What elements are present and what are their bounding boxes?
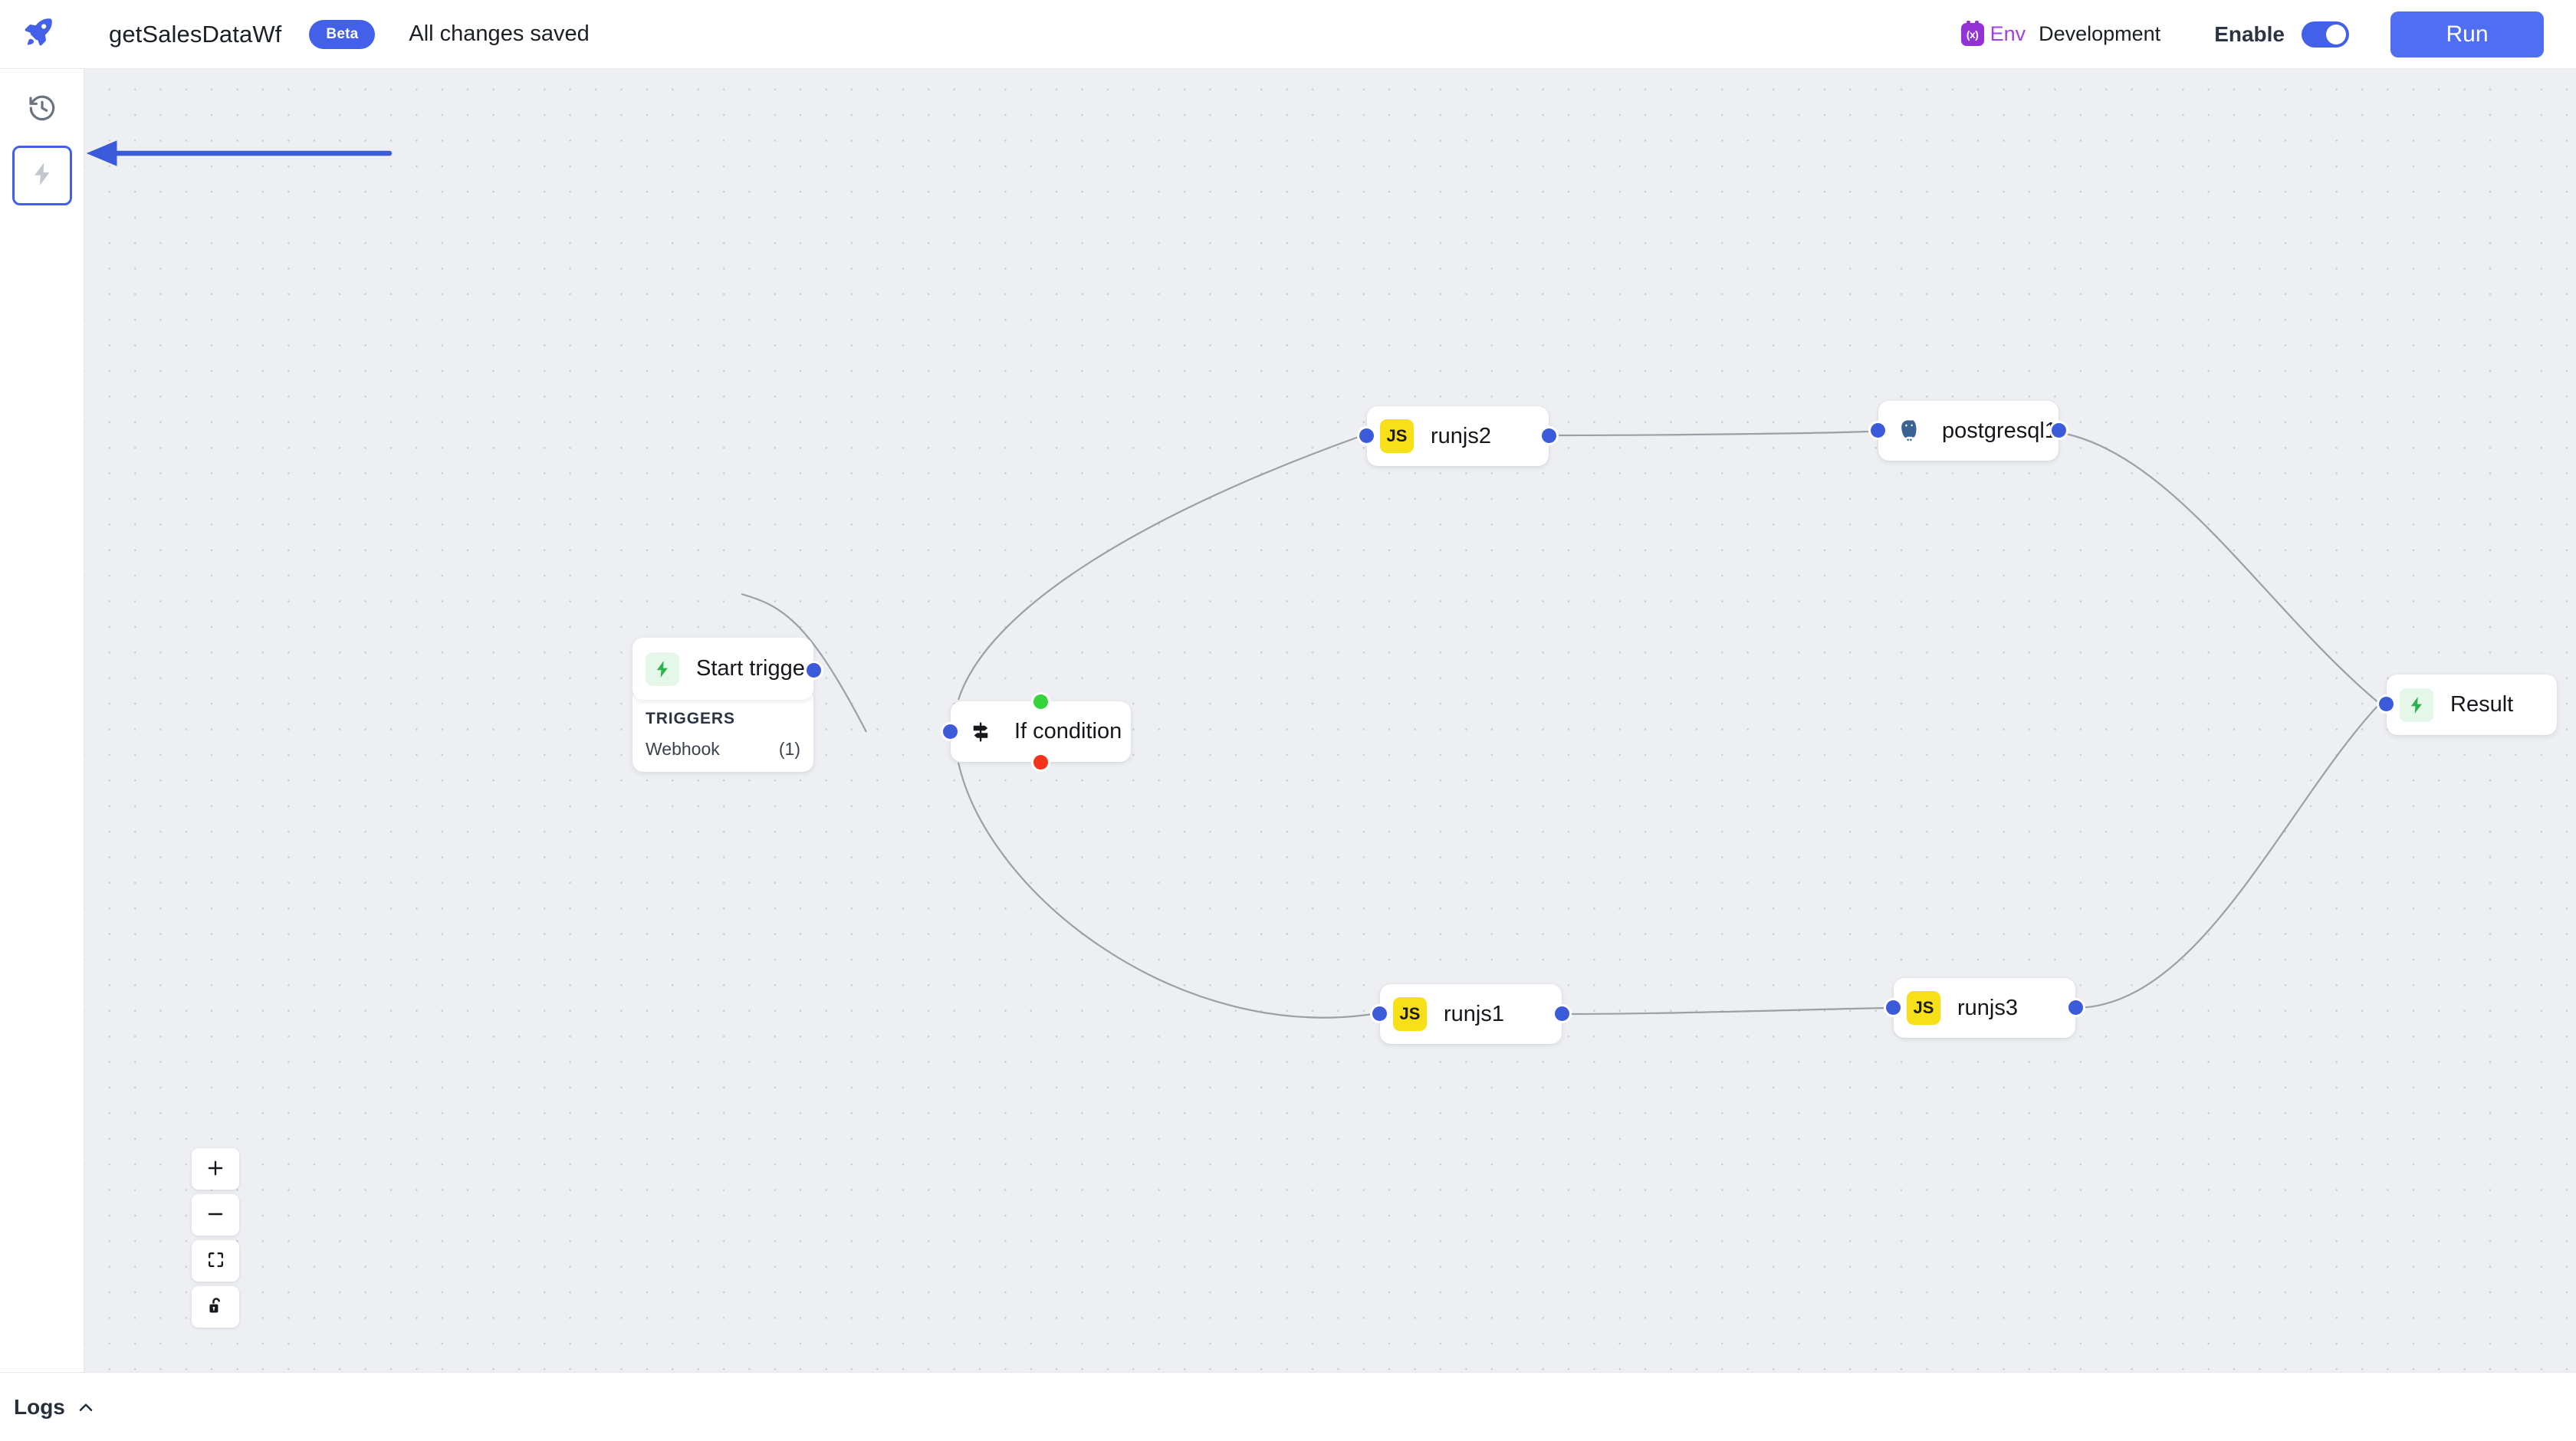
history-clock-icon [27,93,58,127]
left-rail [0,69,84,1372]
node-start-trigger[interactable]: Start trigger TRIGGERS Webhook (1) [632,638,821,772]
enable-label: Enable [2214,21,2285,46]
zoom-in-button[interactable] [192,1148,239,1190]
zoom-out-button[interactable] [192,1194,239,1236]
edge-runjs1-runjs3 [1559,1006,1886,1016]
js-icon: JS [1393,997,1427,1031]
handle-if-input[interactable] [943,724,958,739]
fit-screen-icon [206,1250,225,1272]
node-label: runjs1 [1444,1001,1504,1026]
app-header: getSalesDataWf Beta All changes saved (x… [0,0,2576,69]
node-runjs3[interactable]: JS runjs3 [1886,978,2083,1038]
node-runjs2[interactable]: JS runjs2 [1359,406,1556,466]
edge-if-false-runjs1 [957,762,1373,1019]
node-runjs1[interactable]: JS runjs1 [1372,984,1569,1044]
beta-badge: Beta [309,19,376,49]
logs-bar[interactable]: Logs [0,1372,2576,1441]
env-label: Env [1990,22,2026,45]
node-label: If condition [1014,719,1122,743]
node-label: runjs2 [1431,423,1491,448]
logs-label: Logs [14,1394,65,1419]
annotation-pointer-arrow [84,134,406,176]
rocket-icon [21,15,55,53]
edge-if-true-runjs2 [957,435,1359,701]
workflow-title: getSalesDataWf [109,20,282,48]
handle-runjs3-output[interactable] [2068,1000,2083,1015]
env-variable-icon: (x) [1960,20,1984,46]
node-if-condition[interactable]: If condition [943,694,1131,770]
node-start-trigger-body: TRIGGERS Webhook (1) [632,695,813,772]
edge-layer [741,429,2380,1019]
handle-start-trigger-output[interactable] [807,663,821,678]
handle-if-true-output[interactable] [1033,694,1048,709]
triggers-section-title: TRIGGERS [646,710,735,727]
node-label: postgresql1 [1942,418,2057,443]
lightning-bolt-icon [2400,688,2433,722]
postgresql-elephant-icon [1891,414,1925,448]
minus-icon [205,1204,225,1226]
unlock-padlock-icon [206,1296,225,1318]
edge-runjs3-result [2074,703,2380,1009]
sidebar-item-triggers[interactable] [12,146,72,205]
header-actions: (x) Env Development Enable Run [1960,11,2576,57]
chevron-up-icon[interactable] [76,1397,96,1417]
handle-runjs3-input[interactable] [1886,1000,1901,1015]
handle-postgresql1-input[interactable] [1871,423,1885,438]
handle-runjs1-output[interactable] [1555,1006,1569,1021]
trigger-name: Webhook [646,739,720,759]
js-badge-text: JS [1386,426,1408,445]
handle-if-false-output[interactable] [1033,755,1048,770]
edge-runjs2-postgres [1549,430,1870,437]
node-label: Result [2450,692,2514,717]
run-button[interactable]: Run [2390,11,2544,57]
node-label: Start trigger [696,656,813,681]
enable-toggle[interactable] [2302,21,2349,48]
fit-view-button[interactable] [192,1240,239,1282]
signpost-branch-icon [964,715,997,749]
handle-postgresql1-output[interactable] [2052,423,2066,438]
sidebar-item-history[interactable] [12,80,72,140]
app-logo[interactable] [0,15,77,53]
js-icon: JS [1380,419,1414,453]
edge-start-to-if [741,592,867,733]
lightning-bolt-icon [646,652,679,686]
env-selector[interactable]: (x) Env Development [1960,20,2161,46]
js-icon: JS [1907,991,1940,1025]
lock-canvas-button[interactable] [192,1286,239,1328]
env-icon-glyph: (x) [1966,28,1979,41]
toggle-knob [2326,24,2346,44]
node-result[interactable]: Result [2379,675,2557,735]
js-badge-text: JS [1399,1004,1421,1023]
workflow-canvas[interactable]: Start trigger TRIGGERS Webhook (1) If c [84,69,2576,1372]
handle-runjs2-output[interactable] [1542,428,1556,443]
zoom-controls [192,1148,239,1328]
handle-runjs1-input[interactable] [1372,1006,1387,1021]
node-postgresql1[interactable]: postgresql1 [1871,401,2066,461]
handle-result-input[interactable] [2379,697,2394,711]
plus-icon [205,1158,225,1180]
node-start-trigger-header[interactable]: Start trigger [632,638,813,700]
handle-runjs2-input[interactable] [1359,428,1374,443]
node-label: runjs3 [1957,995,2018,1020]
trigger-count: (1) [778,739,800,759]
lightning-bolt-icon [28,160,56,192]
edge-postgres-result [2048,429,2380,704]
env-value: Development [2039,22,2161,45]
trigger-list-item[interactable]: Webhook (1) [646,739,800,760]
js-badge-text: JS [1913,998,1934,1017]
save-status: All changes saved [409,21,590,46]
